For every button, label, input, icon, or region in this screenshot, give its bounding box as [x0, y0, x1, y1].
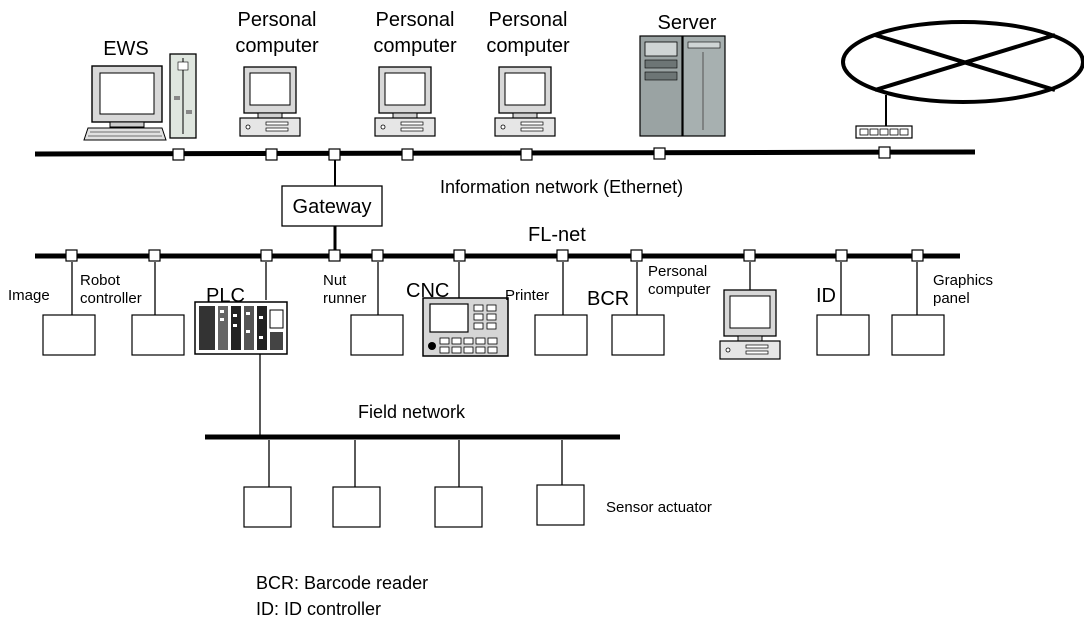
robot-label-line2: controller: [80, 290, 142, 307]
image-label: Image: [8, 287, 50, 304]
hub-icon: [855, 125, 913, 139]
information-network-label: Information network (Ethernet): [440, 177, 683, 197]
personal-computer-3-icon: [494, 66, 556, 137]
flnet-label: FL-net: [528, 224, 586, 246]
flnet-personal-computer-icon: [719, 289, 781, 360]
robot-label-line1: Robot: [80, 272, 121, 289]
bcr-box: [611, 314, 665, 356]
gateway-box: [281, 185, 383, 227]
ews-tower-icon: [169, 53, 197, 139]
graphics-label-line2: panel: [933, 290, 970, 307]
information-network-line: [34, 149, 976, 157]
nut-runner-box: [350, 314, 404, 356]
cnc-label: CNC: [406, 280, 449, 302]
pc1-label-line2: computer: [235, 35, 319, 57]
robot-controller-box: [131, 314, 185, 356]
printer-label: Printer: [505, 287, 549, 304]
plc-icon: [194, 301, 288, 355]
flnet-pc-label-line2: computer: [648, 281, 711, 298]
field-device-2-box: [332, 486, 381, 528]
gateway-label: Gateway: [293, 196, 372, 218]
id-label: ID: [816, 285, 836, 307]
printer-box: [534, 314, 588, 356]
field-device-1-box: [243, 486, 292, 528]
server-icon: [639, 35, 726, 137]
bcr-label: BCR: [587, 288, 629, 310]
ews-label: EWS: [103, 38, 149, 60]
pc3-label-line1: Personal: [489, 9, 568, 31]
server-label: Server: [658, 12, 717, 34]
plc-label: PLC: [206, 285, 245, 307]
flnet-drop-lines: [71, 262, 918, 315]
personal-computer-1-icon: [239, 66, 301, 137]
flnet-pc-label-line1: Personal: [648, 263, 707, 280]
legend-id: ID: ID controller: [256, 599, 381, 618]
sensor-actuator-label: Sensor actuator: [606, 499, 712, 516]
legend-bcr: BCR: Barcode reader: [256, 573, 428, 593]
pc2-label-line2: computer: [373, 35, 457, 57]
ring-network-icon: [841, 20, 1084, 128]
nut-label-line2: runner: [323, 290, 366, 307]
field-device-3-box: [434, 486, 483, 528]
graphics-panel-box: [891, 314, 945, 356]
flnet-nodes: [65, 249, 924, 262]
cnc-icon: [422, 297, 509, 357]
nut-label-line1: Nut: [323, 272, 347, 289]
id-controller-box: [816, 314, 870, 356]
pc1-label-line1: Personal: [238, 9, 317, 31]
pc2-label-line1: Personal: [376, 9, 455, 31]
field-drop-lines: [268, 440, 563, 487]
graphics-label-line1: Graphics: [933, 272, 993, 289]
pc3-label-line2: computer: [486, 35, 570, 57]
ews-workstation-icon: [83, 65, 167, 141]
sensor-actuator-box: [536, 484, 585, 526]
info-network-nodes: [172, 146, 891, 161]
personal-computer-2-icon: [374, 66, 436, 137]
image-device-box: [42, 314, 96, 356]
field-network-label: Field network: [358, 402, 466, 422]
